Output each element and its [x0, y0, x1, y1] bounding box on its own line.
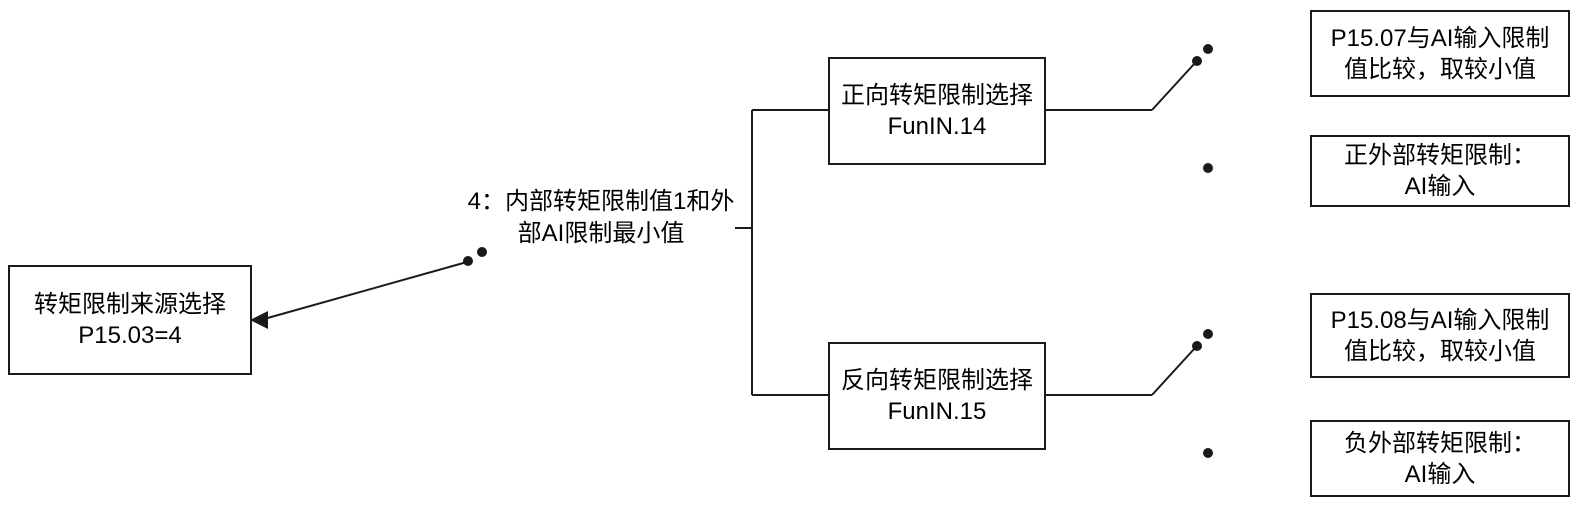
selector-contact-dot-a [463, 256, 473, 266]
option4-label: 4：内部转矩限制值1和外 部AI限制最小值 [452, 186, 750, 250]
selector-arm-line [263, 261, 468, 320]
p1508-compare-line1: P15.08与AI输入限制 [1330, 306, 1550, 334]
left-arrowhead-icon [250, 311, 268, 329]
p1508-compare-line2: 值比较，取较小值 [1344, 337, 1536, 365]
forward-switch-dot-b [1203, 44, 1213, 54]
reverse-torque-limit-funin: FunIN.15 [887, 398, 987, 425]
positive-external-limit-line1: 正外部转矩限制： [1344, 142, 1536, 169]
positive-external-contact-dot [1203, 163, 1213, 173]
negative-external-limit-line2: AI输入 [1404, 460, 1476, 488]
forward-torque-limit-box: 正向转矩限制选择 FunIN.14 [828, 57, 1046, 165]
p1507-compare-line2: 值比较，取较小值 [1344, 55, 1536, 83]
p1507-compare-box: P15.07与AI输入限制 值比较，取较小值 [1310, 10, 1570, 97]
torque-limit-source-box: 转矩限制来源选择 P15.03=4 [8, 265, 252, 375]
positive-external-limit-box: 正外部转矩限制： AI输入 [1310, 135, 1570, 207]
negative-external-contact-dot [1203, 448, 1213, 458]
torque-limit-source-param: P15.03=4 [78, 322, 182, 349]
positive-external-limit-line2: AI输入 [1404, 173, 1476, 200]
torque-limit-source-label: 转矩限制来源选择 [34, 291, 226, 318]
forward-switch-arm-line [1151, 62, 1196, 111]
p1507-compare-line1: P15.07与AI输入限制 [1330, 24, 1550, 52]
option4-label-line2: 部AI限制最小值 [517, 220, 685, 247]
reverse-switch-dot-b [1203, 329, 1213, 339]
forward-torque-limit-funin: FunIN.14 [887, 113, 987, 140]
negative-external-limit-line1: 负外部转矩限制： [1344, 429, 1536, 457]
reverse-switch-dot-a [1192, 341, 1202, 351]
forward-switch-dot-a [1192, 56, 1202, 66]
selector-contact-dot-b [477, 247, 487, 257]
negative-external-limit-box: 负外部转矩限制： AI输入 [1310, 420, 1570, 497]
option4-label-line1: 4：内部转矩限制值1和外 [467, 188, 735, 215]
reverse-torque-limit-label: 反向转矩限制选择 [841, 367, 1033, 394]
reverse-switch-arm-line [1151, 347, 1196, 396]
p1508-compare-box: P15.08与AI输入限制 值比较，取较小值 [1310, 293, 1570, 378]
forward-torque-limit-label: 正向转矩限制选择 [841, 82, 1033, 109]
reverse-torque-limit-box: 反向转矩限制选择 FunIN.15 [828, 342, 1046, 450]
